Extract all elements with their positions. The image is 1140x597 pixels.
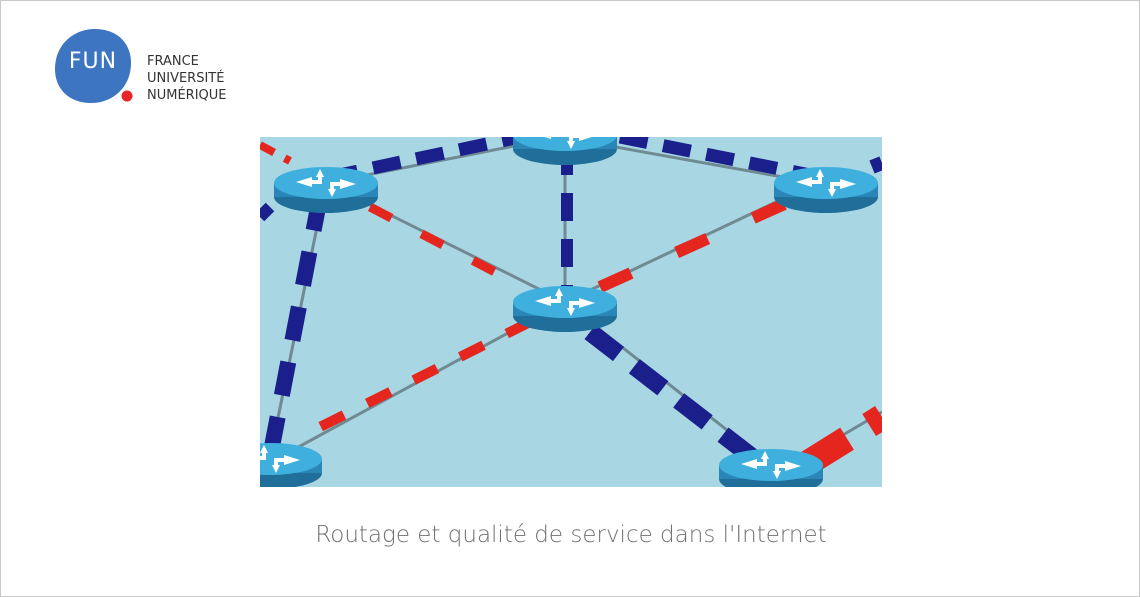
logo-abbr: FUN — [68, 49, 118, 74]
router-network-illustration — [260, 137, 882, 487]
hero-image — [260, 137, 882, 487]
course-title[interactable]: Routage et qualité de service dans l'Int… — [315, 522, 827, 548]
fun-logo-icon — [55, 29, 133, 103]
logo-line-1: FRANCE — [147, 54, 199, 69]
logo-line-2: UNIVERSITÉ — [147, 71, 225, 86]
logo-line-3: NUMÉRIQUE — [147, 88, 227, 103]
fun-logo[interactable]: FUN FRANCE UNIVERSITÉ NUMÉRIQUE — [53, 27, 243, 107]
logo-wordmark: FRANCE UNIVERSITÉ NUMÉRIQUE — [147, 53, 227, 104]
